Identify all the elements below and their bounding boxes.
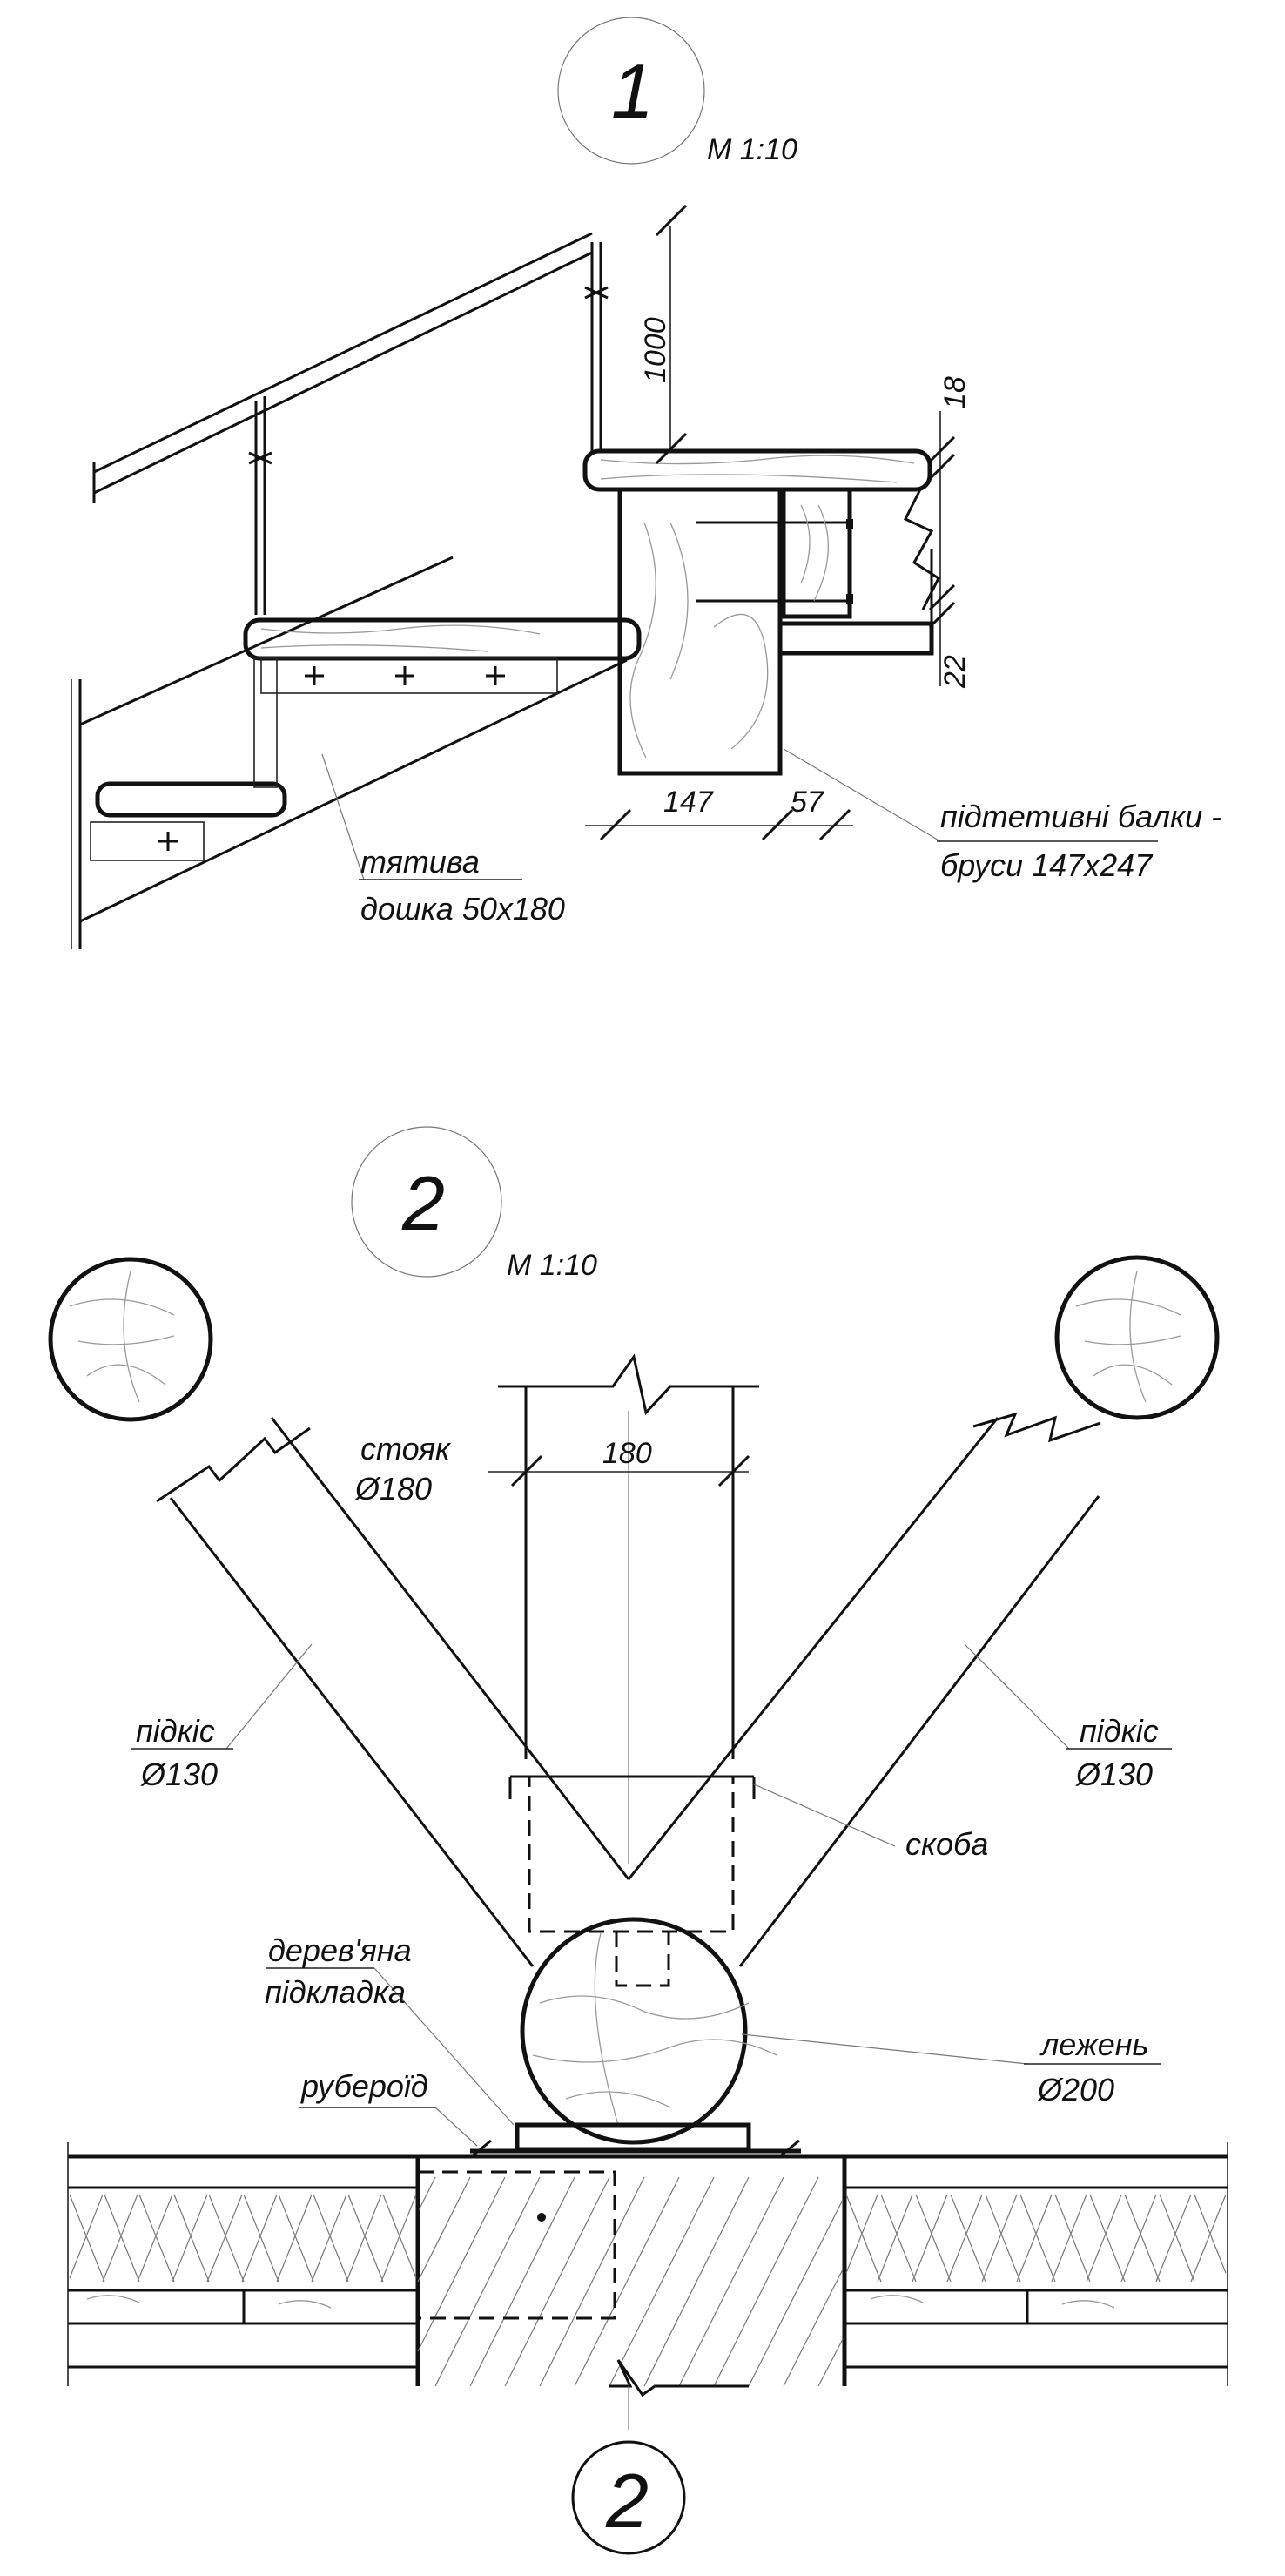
detail-1: 1 М 1:10 <box>71 17 1221 949</box>
detail-1-dimensions: 1000 18 22 147 57 <box>585 204 972 841</box>
label-brace-left-1: підкіс <box>136 1713 215 1749</box>
detail-2-number: 2 <box>401 1160 445 1246</box>
foundation <box>67 2142 1228 2430</box>
sill-log <box>470 1917 801 2158</box>
label-brace-left-2: Ø130 <box>140 1757 218 1792</box>
stringer <box>71 556 628 949</box>
post <box>498 1353 759 1864</box>
label-post-2: Ø180 <box>354 1471 432 1507</box>
brace-section-right <box>1054 1255 1220 1420</box>
detail-2-marker-circle <box>351 1126 502 1278</box>
label-sill-1: лежень <box>1039 2026 1148 2062</box>
bracket <box>508 1775 756 1987</box>
label-stringer-2: дошка 50х180 <box>360 891 565 927</box>
label-post-1: стояк <box>360 1431 452 1467</box>
detail-1-scale: М 1:10 <box>707 133 797 166</box>
label-stringer-1: тятива <box>360 844 480 880</box>
dim-beam: 147 <box>663 786 714 819</box>
label-beam-1: підтетивні балки - <box>940 799 1221 834</box>
label-pad-2: підкладка <box>265 1974 406 2010</box>
handrail <box>92 232 609 615</box>
beams <box>617 487 940 776</box>
section-mark-number: 2 <box>605 2458 649 2544</box>
detail-1-labels: тятива дошка 50х180 підтетивні балки - б… <box>321 748 1221 927</box>
detail-2-scale: М 1:10 <box>507 1249 597 1282</box>
section-mark-circle <box>571 2440 686 2555</box>
brace-section-left <box>48 1257 213 1422</box>
dim-post-width: 180 <box>602 1437 652 1470</box>
label-bracket: скоба <box>905 1826 988 1862</box>
dim-gap: 57 <box>791 786 824 819</box>
dim-bottom-board: 22 <box>939 655 972 689</box>
detail-1-number: 1 <box>611 48 654 134</box>
label-pad-1: дерев'яна <box>268 1932 412 1968</box>
detail-2-dimensions: 180 <box>488 1437 750 1487</box>
label-sill-2: Ø200 <box>1037 2072 1114 2107</box>
braces <box>156 1412 1101 1967</box>
dim-top-board: 18 <box>939 376 972 409</box>
label-brace-right-1: підкіс <box>1080 1713 1159 1749</box>
detail-2-labels: стояк Ø180 підкіс Ø130 підкіс Ø130 скоба… <box>131 1431 1172 2147</box>
label-beam-2: бруси 147х247 <box>940 847 1154 883</box>
label-roofing: руберoїд <box>300 2068 428 2104</box>
dim-height: 1000 <box>639 317 672 383</box>
detail-2: 2 М 1:10 <box>48 1126 1228 2555</box>
detail-1-marker-circle <box>557 17 705 165</box>
label-brace-right-2: Ø130 <box>1075 1757 1153 1792</box>
